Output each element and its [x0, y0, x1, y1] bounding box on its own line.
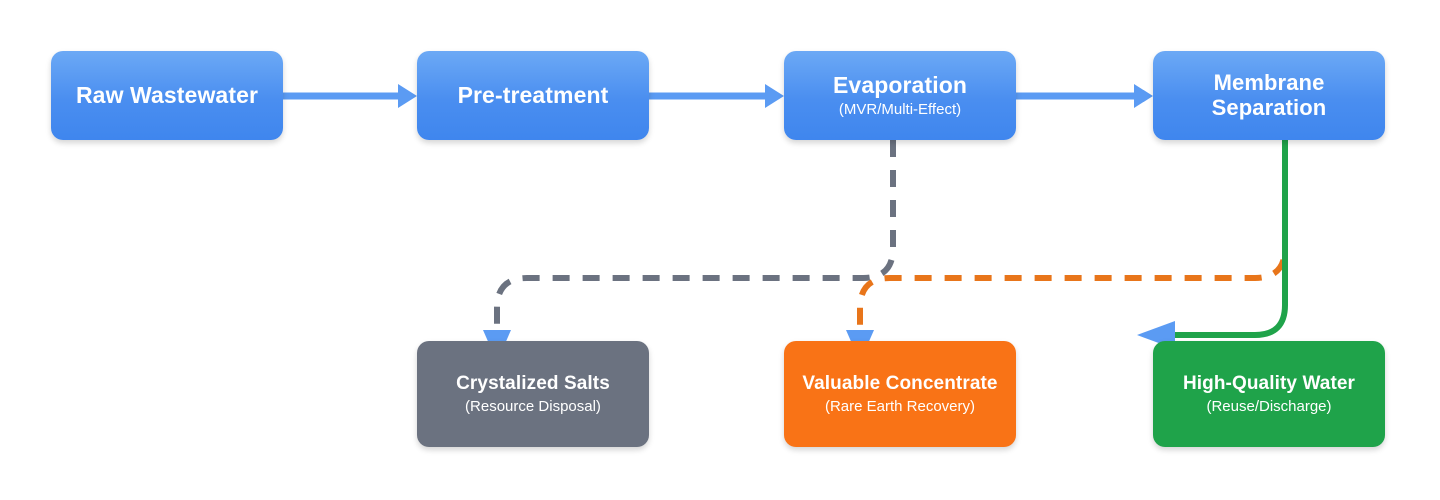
node-high-quality-water-subtitle: (Reuse/Discharge) — [1206, 397, 1332, 415]
node-valuable-concentrate-subtitle: (Rare Earth Recovery) — [824, 397, 976, 415]
node-valuable-concentrate[interactable]: Valuable Concentrate (Rare Earth Recover… — [784, 341, 1016, 447]
node-membrane-separation[interactable]: Membrane Separation — [1153, 51, 1385, 140]
node-membrane-separation-title-line1: Membrane — [1213, 69, 1325, 95]
node-raw-wastewater-title: Raw Wastewater — [75, 81, 259, 108]
edge-raw-to-pre — [283, 84, 417, 108]
node-pre-treatment[interactable]: Pre-treatment — [417, 51, 649, 140]
edge-membrane-to-high-quality-water — [1137, 140, 1288, 349]
node-evaporation-title: Evaporation — [832, 71, 967, 98]
edge-pre-to-evaporation — [649, 84, 784, 108]
node-raw-wastewater[interactable]: Raw Wastewater — [51, 51, 283, 140]
node-high-quality-water[interactable]: High-Quality Water (Reuse/Discharge) — [1153, 341, 1385, 447]
edge-membrane-to-valuable-concentrate — [846, 140, 1288, 362]
edge-evaporation-to-membrane — [1016, 84, 1153, 108]
node-crystalized-salts-subtitle: (Resource Disposal) — [465, 397, 601, 415]
node-evaporation[interactable]: Evaporation (MVR/Multi-Effect) — [784, 51, 1016, 140]
node-membrane-separation-title-line2: Separation — [1211, 94, 1327, 120]
node-evaporation-subtitle: (MVR/Multi-Effect) — [838, 101, 962, 119]
node-high-quality-water-title: High-Quality Water — [1182, 373, 1356, 395]
node-crystalized-salts[interactable]: Crystalized Salts (Resource Disposal) — [417, 341, 649, 447]
node-pre-treatment-title: Pre-treatment — [457, 81, 609, 108]
node-crystalized-salts-title: Crystalized Salts — [456, 373, 610, 395]
node-valuable-concentrate-title: Valuable Concentrate — [802, 373, 998, 395]
edge-evaporation-to-crystalized-salts — [483, 140, 896, 362]
